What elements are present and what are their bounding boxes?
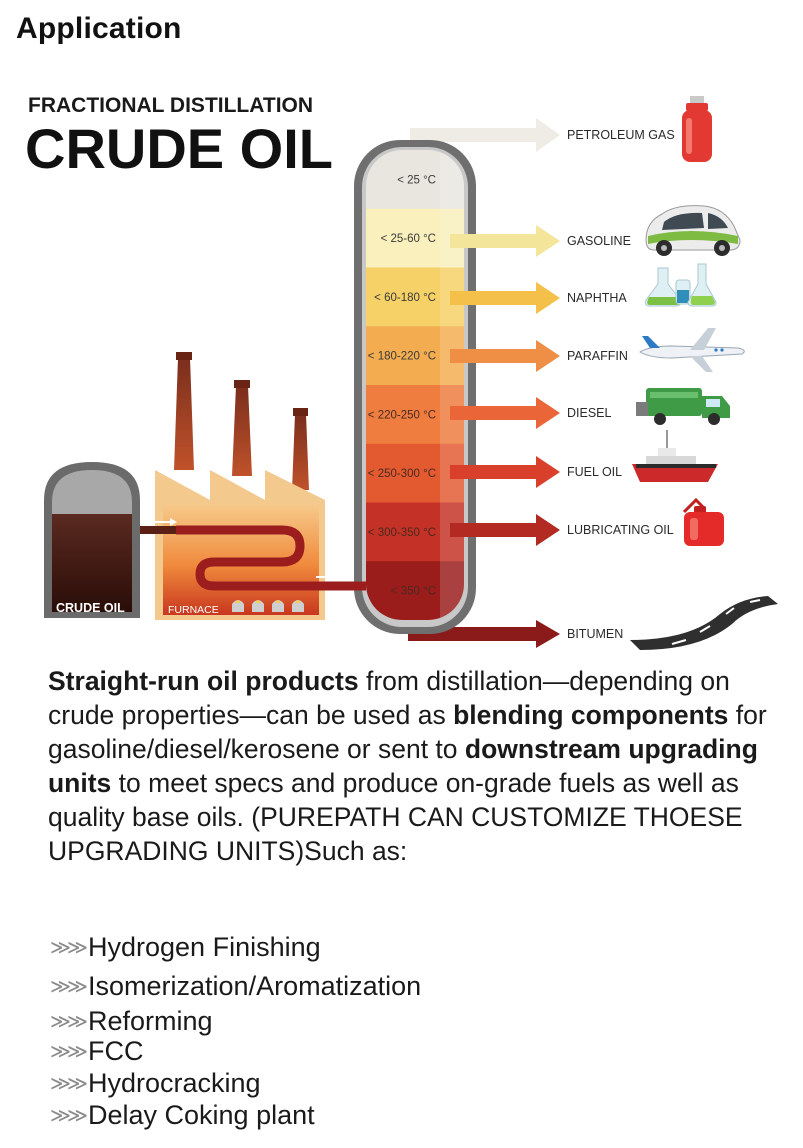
fraction-arrow-head [536,282,560,314]
fraction-arrow-head [536,340,560,372]
list-item-label: Isomerization/Aromatization [88,971,422,1001]
list-item: ≫≫FCC [50,1036,144,1067]
flow-arrow-tank-to-furnace [148,518,177,526]
chevron-double-right-icon: ≫≫ [50,976,88,998]
description-bold-3: downstream upgrading units [48,734,758,798]
column-band [366,443,464,504]
description-text-1: from distillation—depending on crude pro… [48,666,730,730]
ship-icon [632,430,718,482]
description-text-2: for gasoline/diesel/kerosene or sent to [48,700,767,764]
column-band [366,561,464,620]
distillation-diagram: FRACTIONAL DISTILLATION CRUDE OIL < 25 °… [25,94,778,650]
fraction-temp-label: < 60-180 °C [374,292,436,304]
description-bold-2: blending components [453,700,729,730]
product-label: PARAFFIN [567,349,628,363]
fraction-arrow [450,523,538,537]
truck-icon [636,388,730,425]
diagram-title-line1: FRACTIONAL DISTILLATION [28,94,313,117]
fraction-arrow-head [536,225,560,257]
list-item-label: Delay Coking plant [88,1100,315,1130]
factory-chimneys [174,352,309,490]
column-band [366,326,464,386]
road-icon [630,596,778,650]
fraction-temp-label: < 25 °C [397,174,436,186]
fraction-arrow-head [536,456,560,488]
fraction-temp-label: < 250-300 °C [368,468,436,480]
furnace-building [140,470,366,620]
list-item-label: FCC [88,1036,144,1066]
product-label: DIESEL [567,406,612,420]
list-item-label: Reforming [88,1006,213,1036]
fraction-temp-label: < 300-350 °C [368,527,436,539]
furnace-label: FURNACE [168,604,219,616]
airplane-icon [639,328,745,372]
oil-can-icon [682,497,724,546]
column-band [366,502,464,563]
flow-arrow-furnace-to-column [316,573,347,581]
crude-oil-tank [44,462,140,618]
chevron-double-right-icon: ≫≫ [50,1041,88,1063]
gas-cylinder-icon [682,96,712,162]
list-item: ≫≫Isomerization/Aromatization [50,971,421,1002]
list-item-label: Hydrocracking [88,1068,261,1098]
fraction-temp-label: < 220-250 °C [368,409,436,421]
fraction-temp-label: < 180-220 °C [368,351,436,363]
column-band [366,208,464,269]
fraction-temp-label: < 25-60 °C [381,233,436,245]
product-label: PETROLEUM GAS [567,128,675,142]
chevron-double-right-icon: ≫≫ [50,1011,88,1033]
page-title: Application [16,12,182,45]
chevron-double-right-icon: ≫≫ [50,937,88,959]
list-item: ≫≫Hydrogen Finishing [50,932,321,963]
diagram-title-line2: CRUDE OIL [25,117,333,180]
burners [232,600,304,612]
fraction-temp-label: < 350 °C [391,586,436,598]
fraction-arrow-head [536,397,560,429]
list-item: ≫≫Delay Coking plant [50,1100,315,1131]
crude-oil-tank-label: CRUDE OIL [56,601,125,615]
car-icon [645,205,741,256]
column-band [366,385,464,445]
fraction-arrow [450,465,538,479]
chevron-double-right-icon: ≫≫ [50,1105,88,1127]
product-label: GASOLINE [567,234,631,248]
product-label: FUEL OIL [567,465,622,479]
fraction-arrow [450,349,538,363]
chevron-double-right-icon: ≫≫ [50,1073,88,1095]
fraction-arrow [450,234,538,248]
product-label: BITUMEN [567,627,623,641]
product-label: NAPHTHA [567,291,627,305]
list-item: ≫≫Reforming [50,1006,213,1037]
description-text-3: to meet specs and produce on-grade fuels… [48,768,743,866]
list-item: ≫≫Hydrocracking [50,1068,261,1099]
column-band [366,150,464,210]
list-item-label: Hydrogen Finishing [88,932,321,962]
fraction-arrow [450,406,538,420]
lab-flasks-icon [645,263,717,307]
fraction-arrow-head [536,514,560,546]
description-bold-1: Straight-run oil products [48,666,359,696]
product-label: LUBRICATING OIL [567,523,674,537]
column-band [366,267,464,328]
description-paragraph: Straight-run oil products from distillat… [48,664,768,868]
fraction-arrow [450,291,538,305]
